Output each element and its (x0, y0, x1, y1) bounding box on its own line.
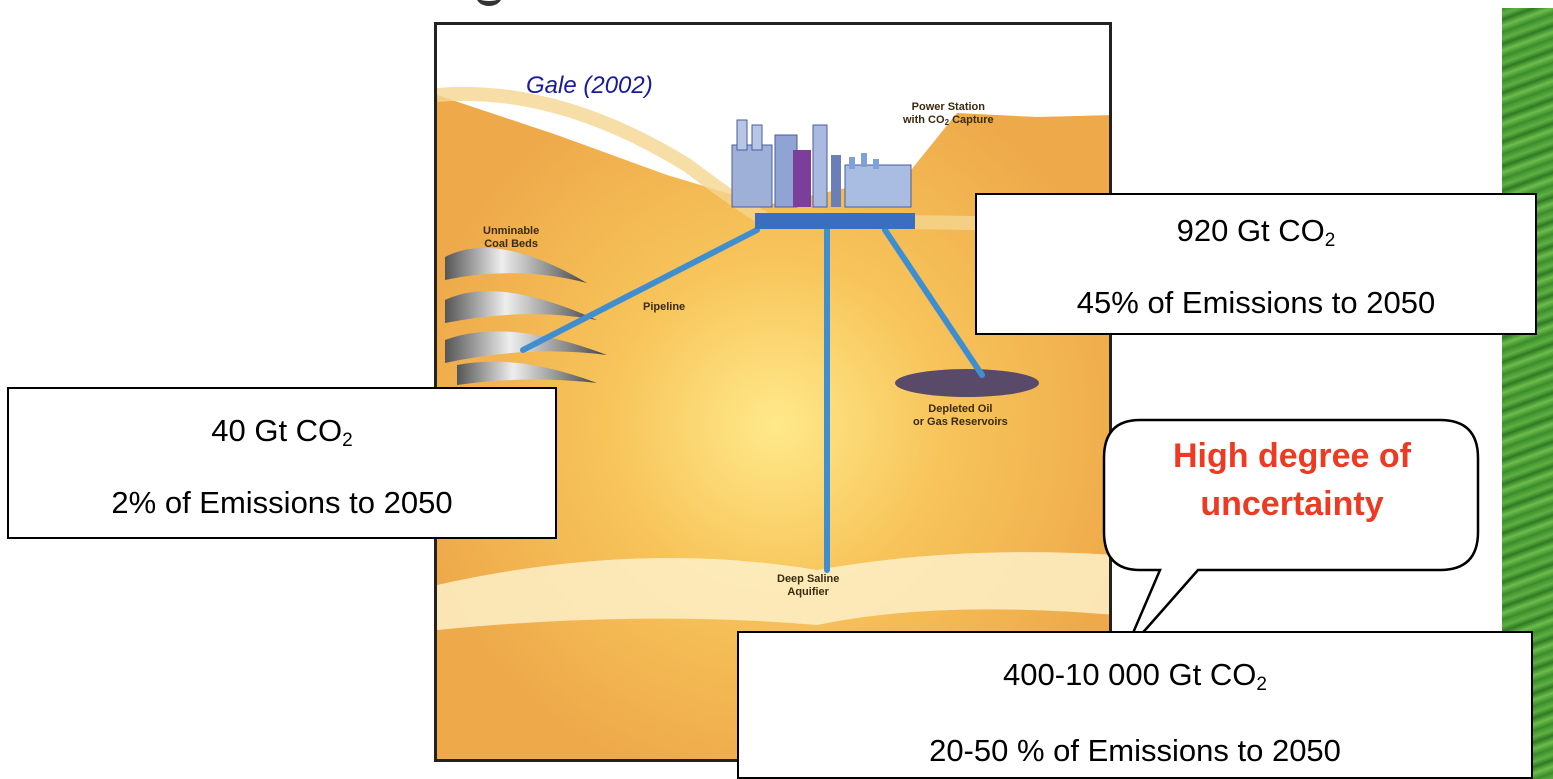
power-station-label: Power Station with CO2 Capture (903, 101, 994, 127)
coal-share: 2% of Emissions to 2050 (111, 485, 453, 520)
uncertainty-text: High degree of uncertainty (1172, 437, 1412, 523)
depleted-reservoirs-label: Depleted Oil or Gas Reservoirs (913, 403, 1008, 428)
pipelines (520, 227, 985, 573)
uncertainty-speech-bubble (1102, 418, 1480, 655)
pipeline-label: Pipeline (643, 301, 686, 313)
coal-beds-callout: 40 Gt CO2 2% of Emissions to 2050 (7, 387, 557, 539)
aquifer-capacity: 400-10 000 Gt CO2 (1003, 657, 1267, 695)
saline-aquifer-callout: 400-10 000 Gt CO2 20-50 % of Emissions t… (737, 631, 1533, 779)
station-platform (755, 213, 915, 229)
depleted-reservoir (895, 369, 1039, 397)
power-station (731, 119, 912, 208)
aquifer-label: Deep Saline Aquifier (777, 573, 840, 598)
depleted-capacity: 920 Gt CO2 (1176, 213, 1336, 251)
citation: Gale (2002) (526, 72, 653, 99)
title-fragment (476, 0, 502, 6)
aquifer-share: 20-50 % of Emissions to 2050 (929, 733, 1341, 768)
saline-aquifer (437, 552, 1109, 630)
coal-capacity: 40 Gt CO2 (211, 413, 353, 451)
coal-beds-label: Unminable Coal Beds (483, 225, 540, 250)
depleted-reservoirs-callout: 920 Gt CO2 45% of Emissions to 2050 (975, 193, 1537, 335)
depleted-share: 45% of Emissions to 2050 (1076, 285, 1436, 320)
